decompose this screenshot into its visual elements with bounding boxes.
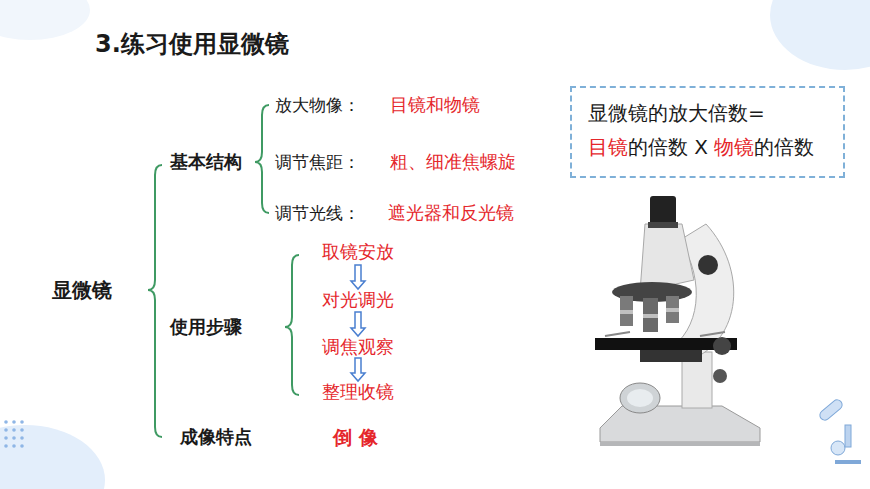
corner-blob [0, 0, 90, 40]
map-label: 对光调光 [322, 289, 394, 311]
map-label: 粗、细准焦螺旋 [390, 151, 516, 173]
formula-text: 的倍数 X [628, 135, 708, 159]
corner-blob [770, 0, 870, 70]
map-label: 调节光线： [275, 203, 360, 223]
slide-title: 3.练习使用显微镜 [95, 30, 289, 59]
map-label: 成像特点 [180, 426, 252, 448]
microscope-illustration [595, 196, 760, 446]
formula-line: 显微镜的放大倍数= [588, 100, 827, 126]
formula-line: 目镜的倍数 X物镜的倍数 [588, 134, 827, 160]
map-label: 取镜安放 [322, 241, 394, 263]
map-label: 放大物像： [275, 95, 360, 115]
corner-blob [0, 425, 105, 489]
formula-text: 物镜 [714, 135, 754, 159]
map-label: 调焦观察 [322, 336, 394, 358]
formula-text: 显微镜的放大倍数= [588, 101, 765, 125]
map-label: 目镜和物镜 [390, 94, 480, 116]
map-label: 遮光器和反光镜 [388, 202, 514, 224]
map-label: 调节焦距： [275, 152, 360, 172]
formula-text: 的倍数 [754, 135, 814, 159]
formula-box: 显微镜的放大倍数= 目镜的倍数 X物镜的倍数 [570, 86, 845, 178]
map-label: 倒 像 [333, 426, 378, 449]
map-label: 整理收镜 [322, 381, 394, 403]
map-label: 基本结构 [170, 151, 242, 173]
dot-grid [4, 420, 24, 448]
corner-icon [818, 398, 861, 464]
map-label: 显微镜 [52, 278, 112, 302]
formula-text: 目镜 [588, 135, 628, 159]
step-arrow [351, 265, 365, 381]
map-label: 使用步骤 [170, 316, 242, 338]
